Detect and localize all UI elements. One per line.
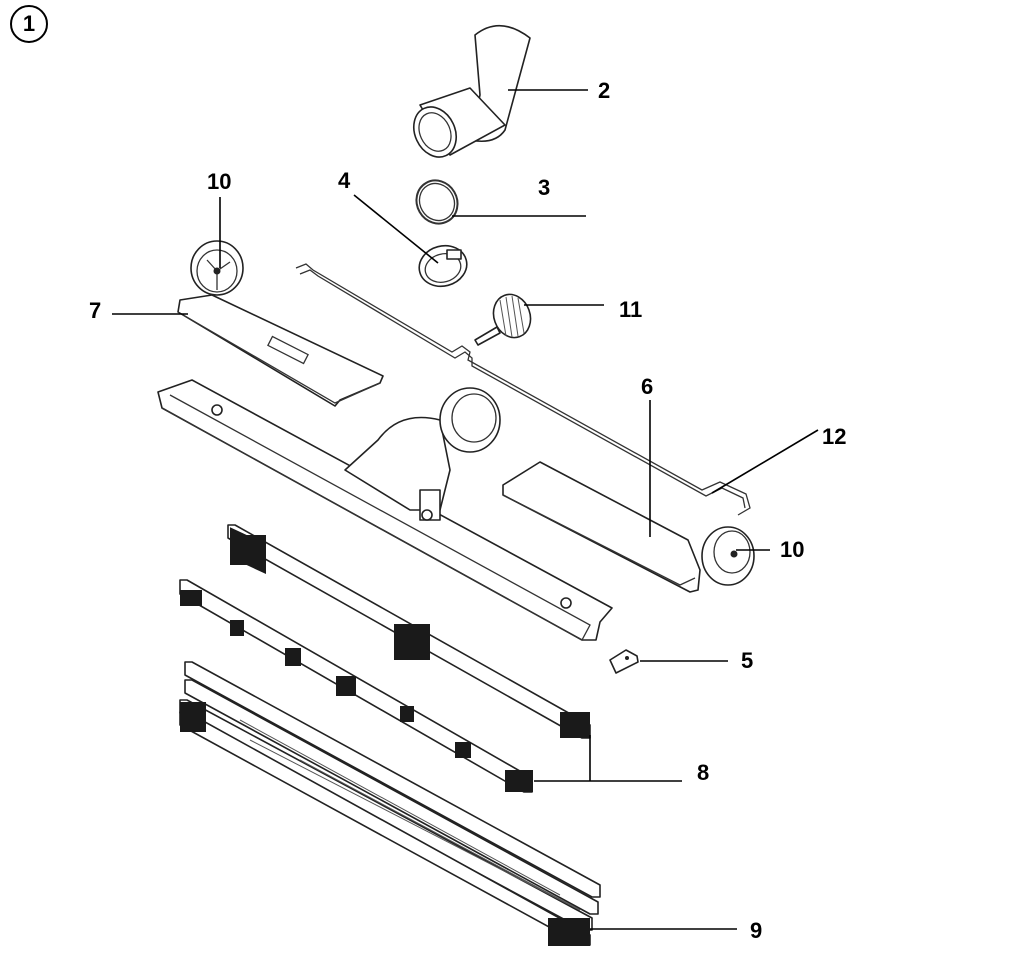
callout-7: 7 (89, 298, 102, 323)
part-11-knob (474, 293, 532, 346)
figure-number: 1 (22, 11, 36, 36)
callout-10-top: 10 (207, 169, 232, 194)
callout-2: 2 (598, 78, 611, 103)
callout-8: 8 (697, 760, 710, 785)
callout-6: 6 (641, 374, 654, 399)
floor-tool-base-housing (157, 379, 613, 641)
callout-4: 4 (338, 168, 351, 193)
callout-10-right: 10 (780, 537, 805, 562)
callout-11: 11 (619, 297, 643, 322)
part-10-wheel-right (701, 526, 755, 586)
part-4-clamp (418, 244, 468, 288)
callout-9: 9 (750, 918, 763, 943)
callout-5: 5 (741, 648, 754, 673)
part-6-side-plate (502, 461, 701, 593)
callout-3: 3 (538, 175, 551, 200)
part-7-cover-plate (177, 294, 384, 407)
part-5-clip (609, 649, 639, 674)
part-2-elbow-adapter (413, 24, 531, 158)
leader-12 (711, 429, 819, 494)
leader-4 (353, 194, 439, 264)
callout-12: 12 (822, 424, 847, 449)
part-12-wire-rod (295, 263, 751, 516)
part-3-ring (415, 179, 459, 225)
leader-8 (534, 735, 682, 782)
part-10-wheel-top (190, 240, 244, 296)
part-9-strips (179, 661, 601, 946)
leader-lines (112, 89, 819, 930)
figure-number-badge: 1 (10, 5, 48, 43)
